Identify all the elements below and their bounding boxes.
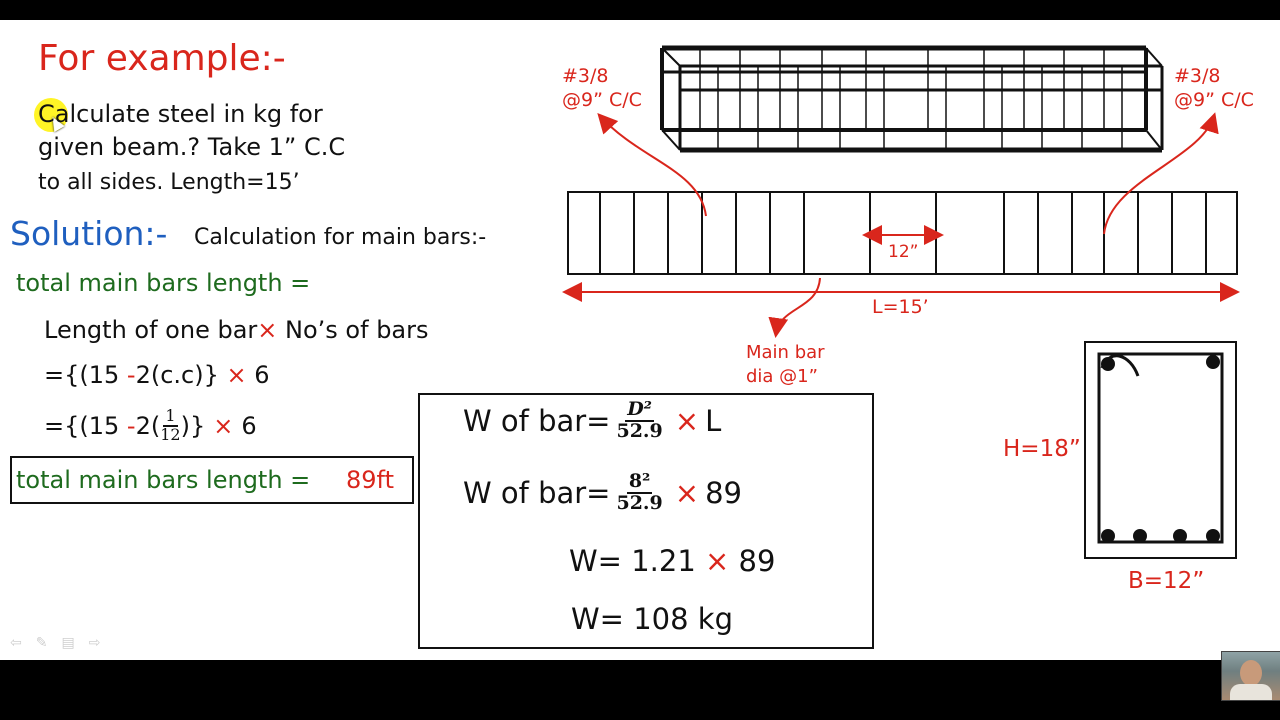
beam-diagram: [562, 45, 1240, 559]
question-line-2: given beam.? Take 1” C.C: [38, 133, 346, 161]
main-bar-line-2: dia @1”: [746, 366, 818, 387]
formula-row-general: W of bar= D² 52.9 × L: [463, 398, 722, 442]
step2-a: ={(15: [44, 361, 127, 389]
step3-a: ={(15: [44, 411, 127, 440]
minus-sign: -: [126, 361, 136, 389]
formula-tail: L: [705, 403, 722, 438]
rebar-cage-3d: [660, 45, 1164, 153]
solution-label: Solution:-: [10, 214, 168, 253]
stirrup-right-spacing: @9” C/C: [1174, 89, 1254, 111]
formula-label: W of bar=: [463, 475, 611, 510]
multiply-sign: ×: [226, 361, 247, 389]
width-label: B=12”: [1128, 568, 1205, 594]
multiply-sign: ×: [213, 411, 234, 440]
step-length-times-bars: Length of one bar× No’s of bars: [44, 316, 429, 344]
formula-row-result: W= 108 kg: [571, 602, 733, 636]
slide-heading: For example:-: [38, 38, 286, 79]
beam-cross-section: [1084, 341, 1237, 559]
formula-denominator: 52.9: [616, 419, 663, 442]
step-fraction-expression: ={(15 -2( 1 12 )} × 6: [44, 406, 257, 444]
formula-numerator: D²: [625, 398, 655, 422]
formula-fraction: D² 52.9: [616, 398, 663, 442]
stirrup-label-right: #3/8 @9” C/C: [1174, 64, 1254, 112]
result-value: 89ft: [346, 466, 394, 494]
length-label: L=15’: [872, 296, 929, 318]
question-line-1: Calculate steel in kg for: [38, 100, 323, 128]
formula-box: [418, 393, 874, 649]
presenter-face: [1240, 660, 1262, 686]
multiply-sign: ×: [705, 544, 730, 578]
weight-factor: 1.21: [631, 544, 696, 578]
main-bar-line-1: Main bar: [746, 342, 825, 363]
fraction-denominator: 12: [160, 424, 181, 444]
previous-icon[interactable]: ⇦: [10, 635, 22, 651]
step1-b: No’s of bars: [285, 316, 429, 344]
minus-sign: -: [126, 411, 136, 440]
stirrup-right-size: #3/8: [1174, 65, 1221, 87]
fraction-one-twelfth: 1 12: [160, 406, 181, 444]
weight-label: W=: [569, 544, 622, 578]
formula-denominator: 52.9: [616, 491, 663, 514]
step2-c: 2(c.c)}: [135, 361, 219, 389]
formula-fraction: 8² 52.9: [616, 470, 663, 514]
next-icon[interactable]: ⇨: [88, 635, 101, 651]
step1-a: Length of one bar: [44, 316, 258, 344]
formula-row-substituted: W of bar= 8² 52.9 × 89: [463, 470, 742, 514]
formula-row-weight: W= 1.21 × 89: [569, 544, 775, 578]
question-line-3: to all sides. Length=15’: [38, 170, 300, 195]
step2-d: 6: [254, 361, 270, 389]
menu-icon[interactable]: ▤: [61, 635, 75, 651]
slide: For example:- Calculate steel in kg for …: [0, 20, 1280, 660]
presenter-webcam: [1221, 651, 1280, 701]
stirrup-label-left: #3/8 @9” C/C: [562, 64, 642, 112]
formula-numerator: 8²: [626, 470, 653, 494]
stirrup-left-size: #3/8: [562, 65, 609, 87]
formula-label: W of bar=: [463, 403, 611, 438]
result-box: [10, 456, 414, 504]
beam-elevation: [567, 191, 1238, 275]
spacing-label: 12”: [888, 242, 919, 262]
weight-result: 108 kg: [633, 602, 733, 636]
step3-e: )}: [180, 411, 206, 440]
main-bar-label: Main bar dia @1”: [746, 341, 825, 389]
weight-length: 89: [738, 544, 776, 578]
multiply-sign: ×: [257, 316, 278, 344]
presenter-body: [1230, 684, 1272, 700]
height-label: H=18”: [1003, 436, 1081, 462]
weight-label: W=: [571, 602, 624, 636]
step3-c: 2(: [135, 411, 161, 440]
multiply-sign: ×: [674, 403, 700, 438]
step3-f: 6: [241, 411, 257, 440]
pen-icon[interactable]: ✎: [35, 635, 48, 651]
slideshow-controls[interactable]: ⇦ ✎ ▤ ⇨: [10, 632, 114, 651]
stirrup-left-spacing: @9” C/C: [562, 89, 642, 111]
formula-tail: 89: [705, 475, 742, 510]
cursor-highlight: [34, 98, 68, 132]
solution-subtitle: Calculation for main bars:-: [194, 225, 487, 250]
step-cc-expression: ={(15 -2(c.c)} × 6: [44, 361, 270, 389]
total-length-label: total main bars length =: [16, 269, 311, 297]
multiply-sign: ×: [674, 475, 700, 510]
fraction-numerator: 1: [163, 406, 178, 427]
annotation-arrows: [562, 112, 1240, 338]
result-label: total main bars length =: [16, 466, 311, 494]
